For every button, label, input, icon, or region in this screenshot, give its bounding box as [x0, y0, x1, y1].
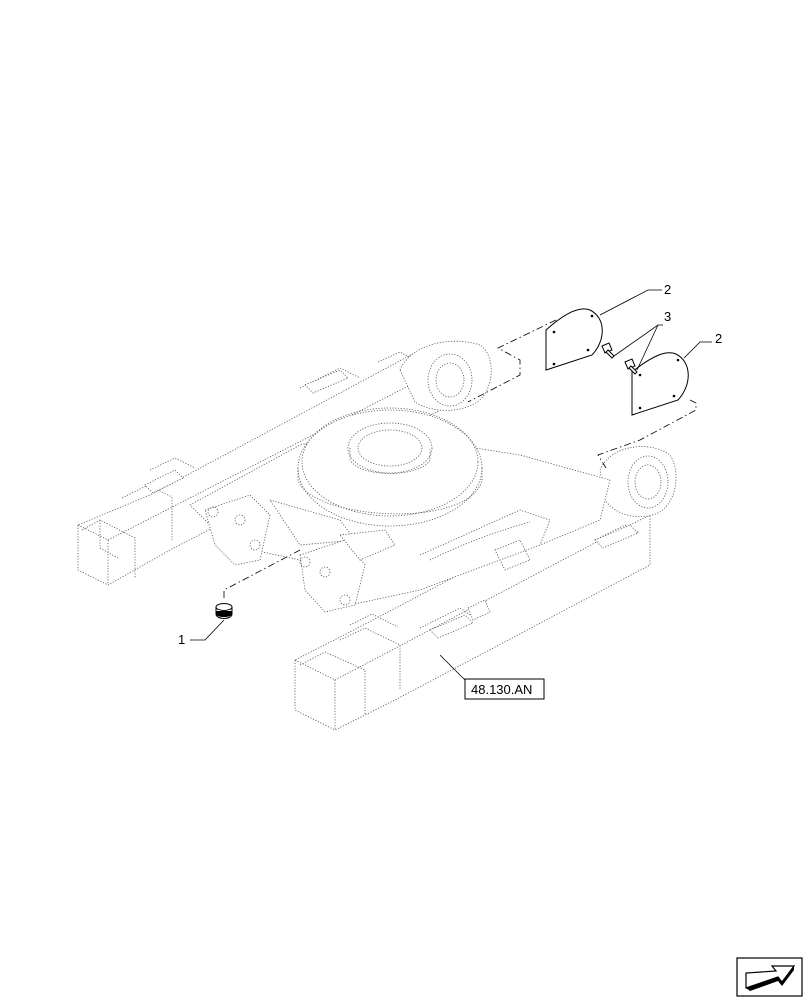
callout-2-upper-label: 2: [664, 282, 671, 297]
part-1-centerline: [223, 549, 301, 598]
reference-callout[interactable]: 48.130.AN: [439, 654, 545, 700]
callout-2-lower: 2: [683, 331, 722, 359]
part-3-bolt-lower: [624, 358, 638, 375]
assembly-line-lower: [597, 399, 697, 469]
part-3-bolt-upper: [601, 342, 615, 359]
assembly-line-upper: [467, 319, 557, 403]
callout-2-lower-label: 2: [715, 331, 722, 346]
callout-1: 1: [178, 619, 225, 647]
reference-box[interactable]: [464, 678, 545, 700]
callout-3: 3: [613, 309, 671, 371]
undercarriage-frame: [77, 340, 677, 731]
next-page-arrow-icon[interactable]: [736, 957, 803, 997]
part-1-plug: [215, 603, 233, 619]
part-2-cover-plate-upper: [545, 308, 603, 371]
callout-1-label: 1: [178, 632, 185, 647]
part-2-cover-plate-lower: [631, 352, 689, 416]
callout-2-upper: 2: [599, 282, 671, 316]
reference-label: 48.130.AN: [471, 682, 532, 697]
callout-3-label: 3: [664, 309, 671, 324]
